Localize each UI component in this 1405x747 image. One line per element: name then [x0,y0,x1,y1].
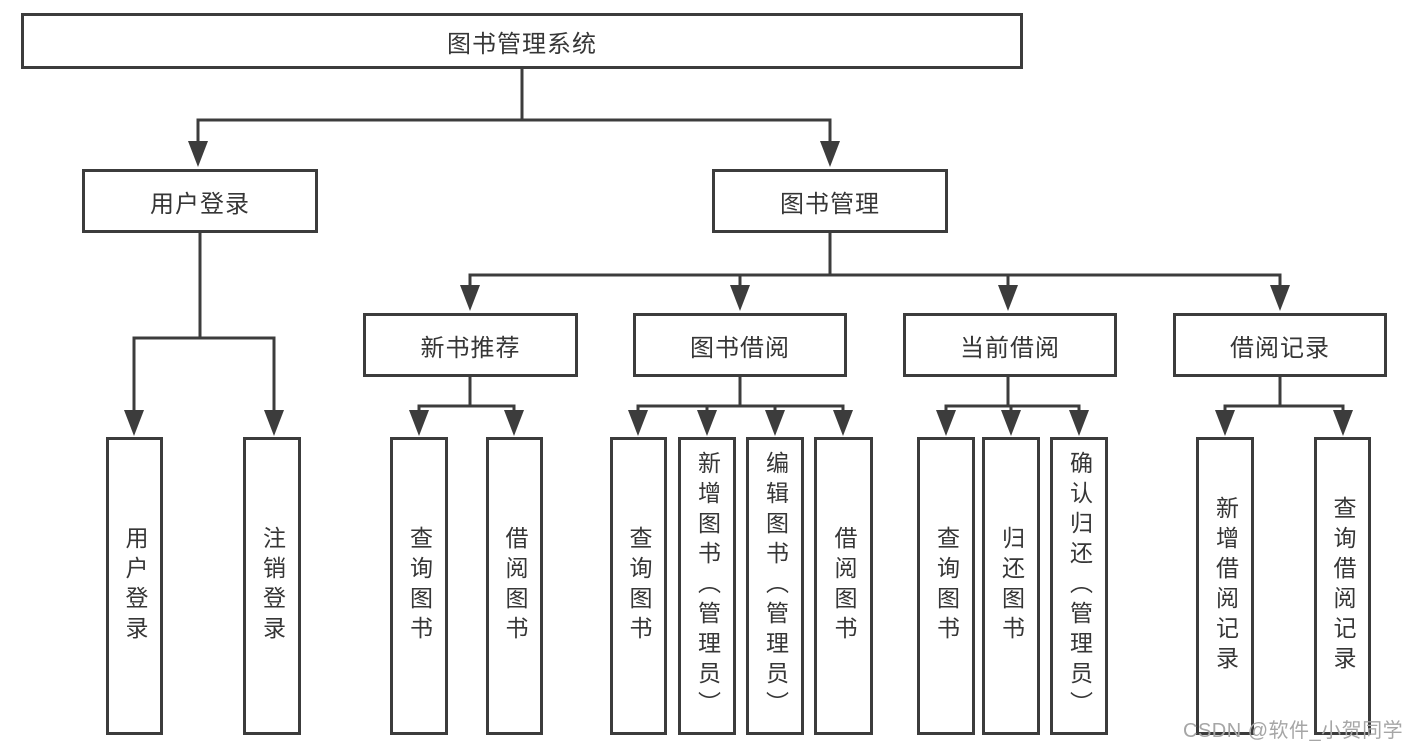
arrowheads [124,141,1353,436]
leaf-confirm-return-admin: 确认归还（管理员） [1050,437,1108,735]
node-current-borrow-label: 当前借阅 [960,334,1060,362]
leaf-query-books-current: 查询图书 [917,437,975,735]
leaf-edit-books-admin: 编辑图书（管理员） [746,437,804,735]
node-library-system-label: 图书管理系统 [447,30,597,58]
node-borrow-records-label: 借阅记录 [1230,334,1330,362]
leaf-borrow-books-recommend: 借阅图书 [486,437,543,735]
node-library-system: 图书管理系统 [21,13,1023,69]
node-user-login-label: 用户登录 [150,190,250,218]
leaf-add-borrow-record: 新增借阅记录 [1196,437,1254,735]
node-borrow-records: 借阅记录 [1173,313,1387,377]
leaf-return-books: 归还图书 [982,437,1040,735]
leaf-logout: 注销登录 [243,437,301,735]
node-book-borrow-label: 图书借阅 [690,334,790,362]
node-new-book-recommend: 新书推荐 [363,313,578,377]
leaf-borrow-books: 借阅图书 [814,437,873,735]
node-current-borrow: 当前借阅 [903,313,1117,377]
node-book-borrow: 图书借阅 [633,313,847,377]
leaf-user-login: 用户登录 [106,437,163,735]
watermark-text: CSDN @软件_小贺同学 [1183,720,1404,742]
leaf-query-borrow-record: 查询借阅记录 [1314,437,1371,735]
leaf-query-books-borrow: 查询图书 [610,437,667,735]
node-book-management-label: 图书管理 [780,190,880,218]
node-user-login: 用户登录 [82,169,318,233]
node-book-management: 图书管理 [712,169,948,233]
leaf-query-books-recommend: 查询图书 [390,437,448,735]
leaf-add-books-admin: 新增图书（管理员） [678,437,736,735]
node-new-book-recommend-label: 新书推荐 [420,334,521,362]
